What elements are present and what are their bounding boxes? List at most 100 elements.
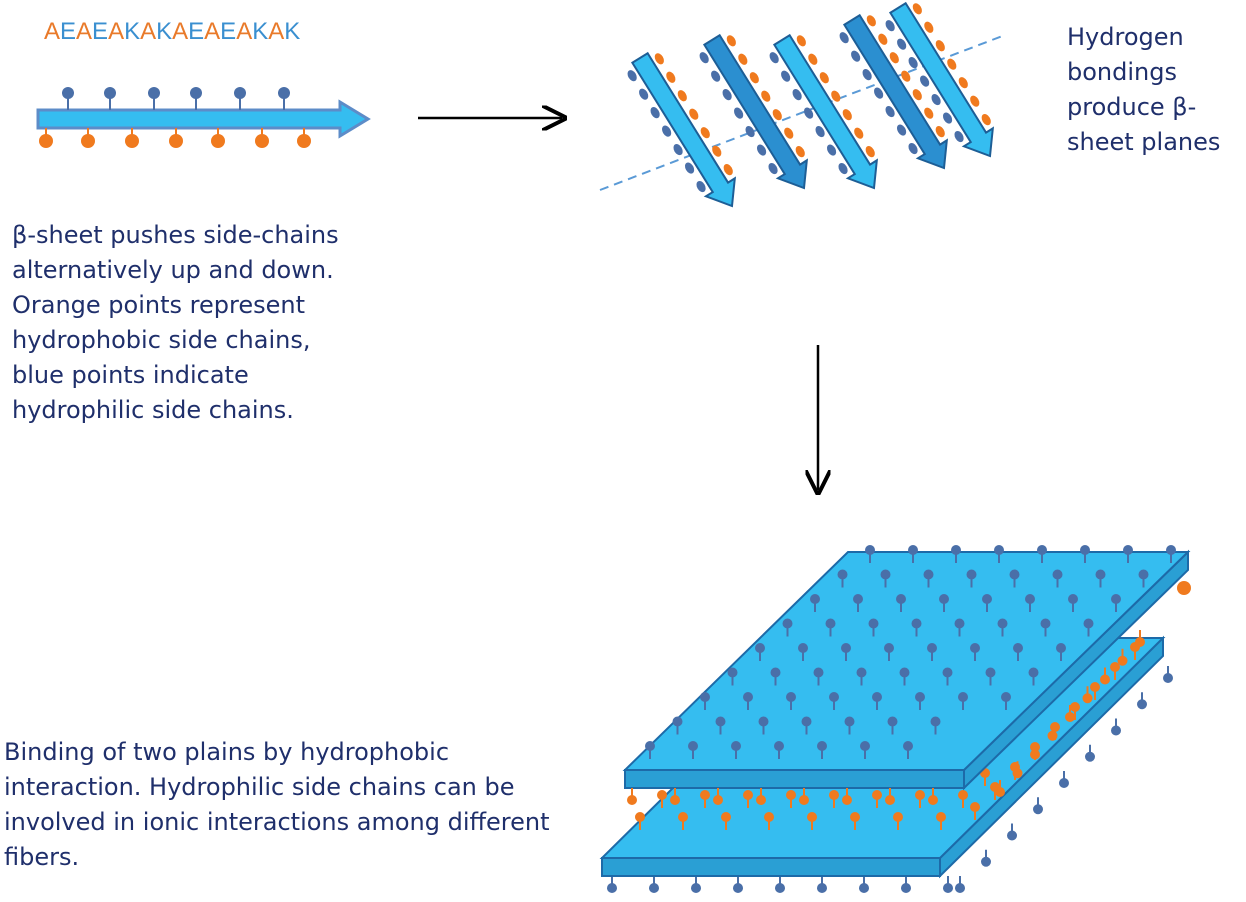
- hydrophobic-point: [935, 126, 945, 138]
- hydrophobic-point: [1065, 712, 1075, 722]
- hydrophilic-point: [839, 32, 849, 44]
- hydrophobic-point: [958, 77, 968, 89]
- hydrophilic-point: [699, 52, 709, 64]
- hydrophilic-point: [1095, 569, 1106, 580]
- peptide-sequence: AEAEAKAKAEAEAKAK: [44, 18, 300, 46]
- hydrophilic-point: [639, 88, 649, 100]
- hydrophobic-point: [743, 790, 753, 800]
- hydrophilic-point: [939, 594, 949, 604]
- hydrophilic-point: [954, 130, 964, 143]
- hydrophilic-point: [903, 741, 913, 751]
- sequence-letter: E: [188, 18, 205, 45]
- hydrophilic-point: [691, 883, 701, 893]
- hydrophilic-point: [743, 692, 753, 702]
- hydrophobic-point: [819, 72, 829, 84]
- hydrophobic-point: [726, 35, 736, 47]
- hydrophilic-point: [911, 618, 922, 629]
- hydrophobic-point: [842, 109, 852, 121]
- hydrophobic-point: [970, 95, 980, 107]
- hydrophobic-point: [713, 795, 723, 805]
- hydrophilic-point: [1059, 778, 1069, 788]
- hydrophobic-point: [654, 53, 664, 65]
- hydrophilic-point: [649, 883, 659, 893]
- hydrophilic-point: [813, 667, 824, 678]
- hydrophobic-point: [666, 71, 676, 83]
- hydrophilic-point: [942, 112, 953, 124]
- hydrophobic-point: [915, 790, 925, 800]
- hydrophobic-point: [981, 114, 991, 126]
- hydrophilic-point: [901, 883, 911, 893]
- hydrophilic-point: [62, 87, 74, 99]
- hydrophilic-point: [1068, 594, 1078, 604]
- hydrophilic-point: [234, 87, 246, 99]
- hydrophobic-point: [1117, 655, 1128, 666]
- hydrophobic-point: [1110, 662, 1120, 672]
- hydrophilic-point: [104, 87, 116, 99]
- hydrophobic-point: [738, 53, 748, 65]
- hydrophobic-point: [1047, 730, 1058, 741]
- hydrophilic-point: [792, 89, 802, 101]
- hydrophilic-point: [755, 643, 765, 653]
- hydrophobic-point: [831, 90, 841, 102]
- sequence-letter: A: [204, 18, 221, 45]
- hydrophobic-point: [807, 812, 817, 822]
- hydrophilic-point: [994, 545, 1004, 555]
- hydrophilic-point: [826, 144, 837, 156]
- planes-caption: Binding of two plains by hydrophobic int…: [4, 738, 550, 871]
- hydrophobic-point: [700, 790, 710, 800]
- hydrophilic-point: [958, 692, 968, 702]
- hydrophilic-point: [1137, 699, 1147, 710]
- hydrophilic-point: [1111, 725, 1121, 736]
- hydrophilic-point: [1080, 545, 1090, 555]
- hydrophilic-point: [943, 883, 953, 893]
- sequence-letter: A: [140, 18, 157, 45]
- hydrophilic-point: [1037, 545, 1047, 555]
- hydrophilic-point: [853, 594, 863, 604]
- hydrophobic-point: [796, 35, 806, 47]
- sequence-letter: A: [268, 18, 285, 45]
- hydrophobic-point: [689, 108, 699, 120]
- hydrophilic-point: [920, 75, 930, 87]
- hydrophobic-point: [125, 134, 139, 148]
- hydrophobic-point: [677, 90, 687, 102]
- hydrophilic-point: [862, 69, 872, 81]
- hydrophobic-point: [786, 790, 796, 800]
- hydrophilic-point: [190, 87, 202, 99]
- hydrophilic-point: [896, 124, 907, 136]
- hydrophilic-point: [1025, 594, 1035, 604]
- hydrophobic-point: [924, 107, 934, 119]
- hydrophobic-point: [1177, 581, 1191, 595]
- hydrophilic-point: [775, 883, 785, 893]
- hydrophilic-point: [1083, 618, 1094, 629]
- hydrophilic-point: [896, 594, 906, 604]
- hydrophilic-point: [927, 643, 937, 653]
- hydrophobic-point: [924, 21, 934, 33]
- plane-front-side: [601, 857, 941, 877]
- hydrophilic-point: [815, 126, 825, 138]
- upper-plane: [622, 545, 1191, 805]
- hydrophilic-point: [908, 57, 918, 69]
- hydrophobic-point: [866, 15, 876, 27]
- hydrophilic-point: [825, 618, 836, 629]
- sequence-letter: K: [156, 18, 173, 45]
- hydrophilic-point: [997, 618, 1008, 629]
- hydrophilic-point: [148, 87, 160, 99]
- hydrophilic-point: [688, 741, 698, 751]
- hydrophilic-point: [817, 741, 827, 751]
- strand-arrow: [842, 13, 949, 170]
- hydrophilic-point: [1033, 804, 1043, 815]
- hydrophilic-point: [897, 38, 907, 50]
- hydrophilic-point: [908, 142, 918, 155]
- hydrophobic-point: [842, 795, 852, 805]
- strand-caption: β-sheet pushes side-chains alternatively…: [12, 221, 339, 424]
- sequence-letter: A: [44, 18, 61, 45]
- hydrophobic-point: [928, 795, 938, 805]
- hydrophobic-point: [1012, 768, 1023, 779]
- hydrophilic-point: [810, 594, 820, 604]
- sequence-letter: A: [76, 18, 93, 45]
- hydrophilic-point: [758, 716, 769, 727]
- hydrophobic-point: [1135, 637, 1145, 647]
- hydrophilic-point: [851, 50, 861, 62]
- hydrophilic-point: [650, 107, 660, 119]
- hydrophilic-point: [278, 87, 290, 99]
